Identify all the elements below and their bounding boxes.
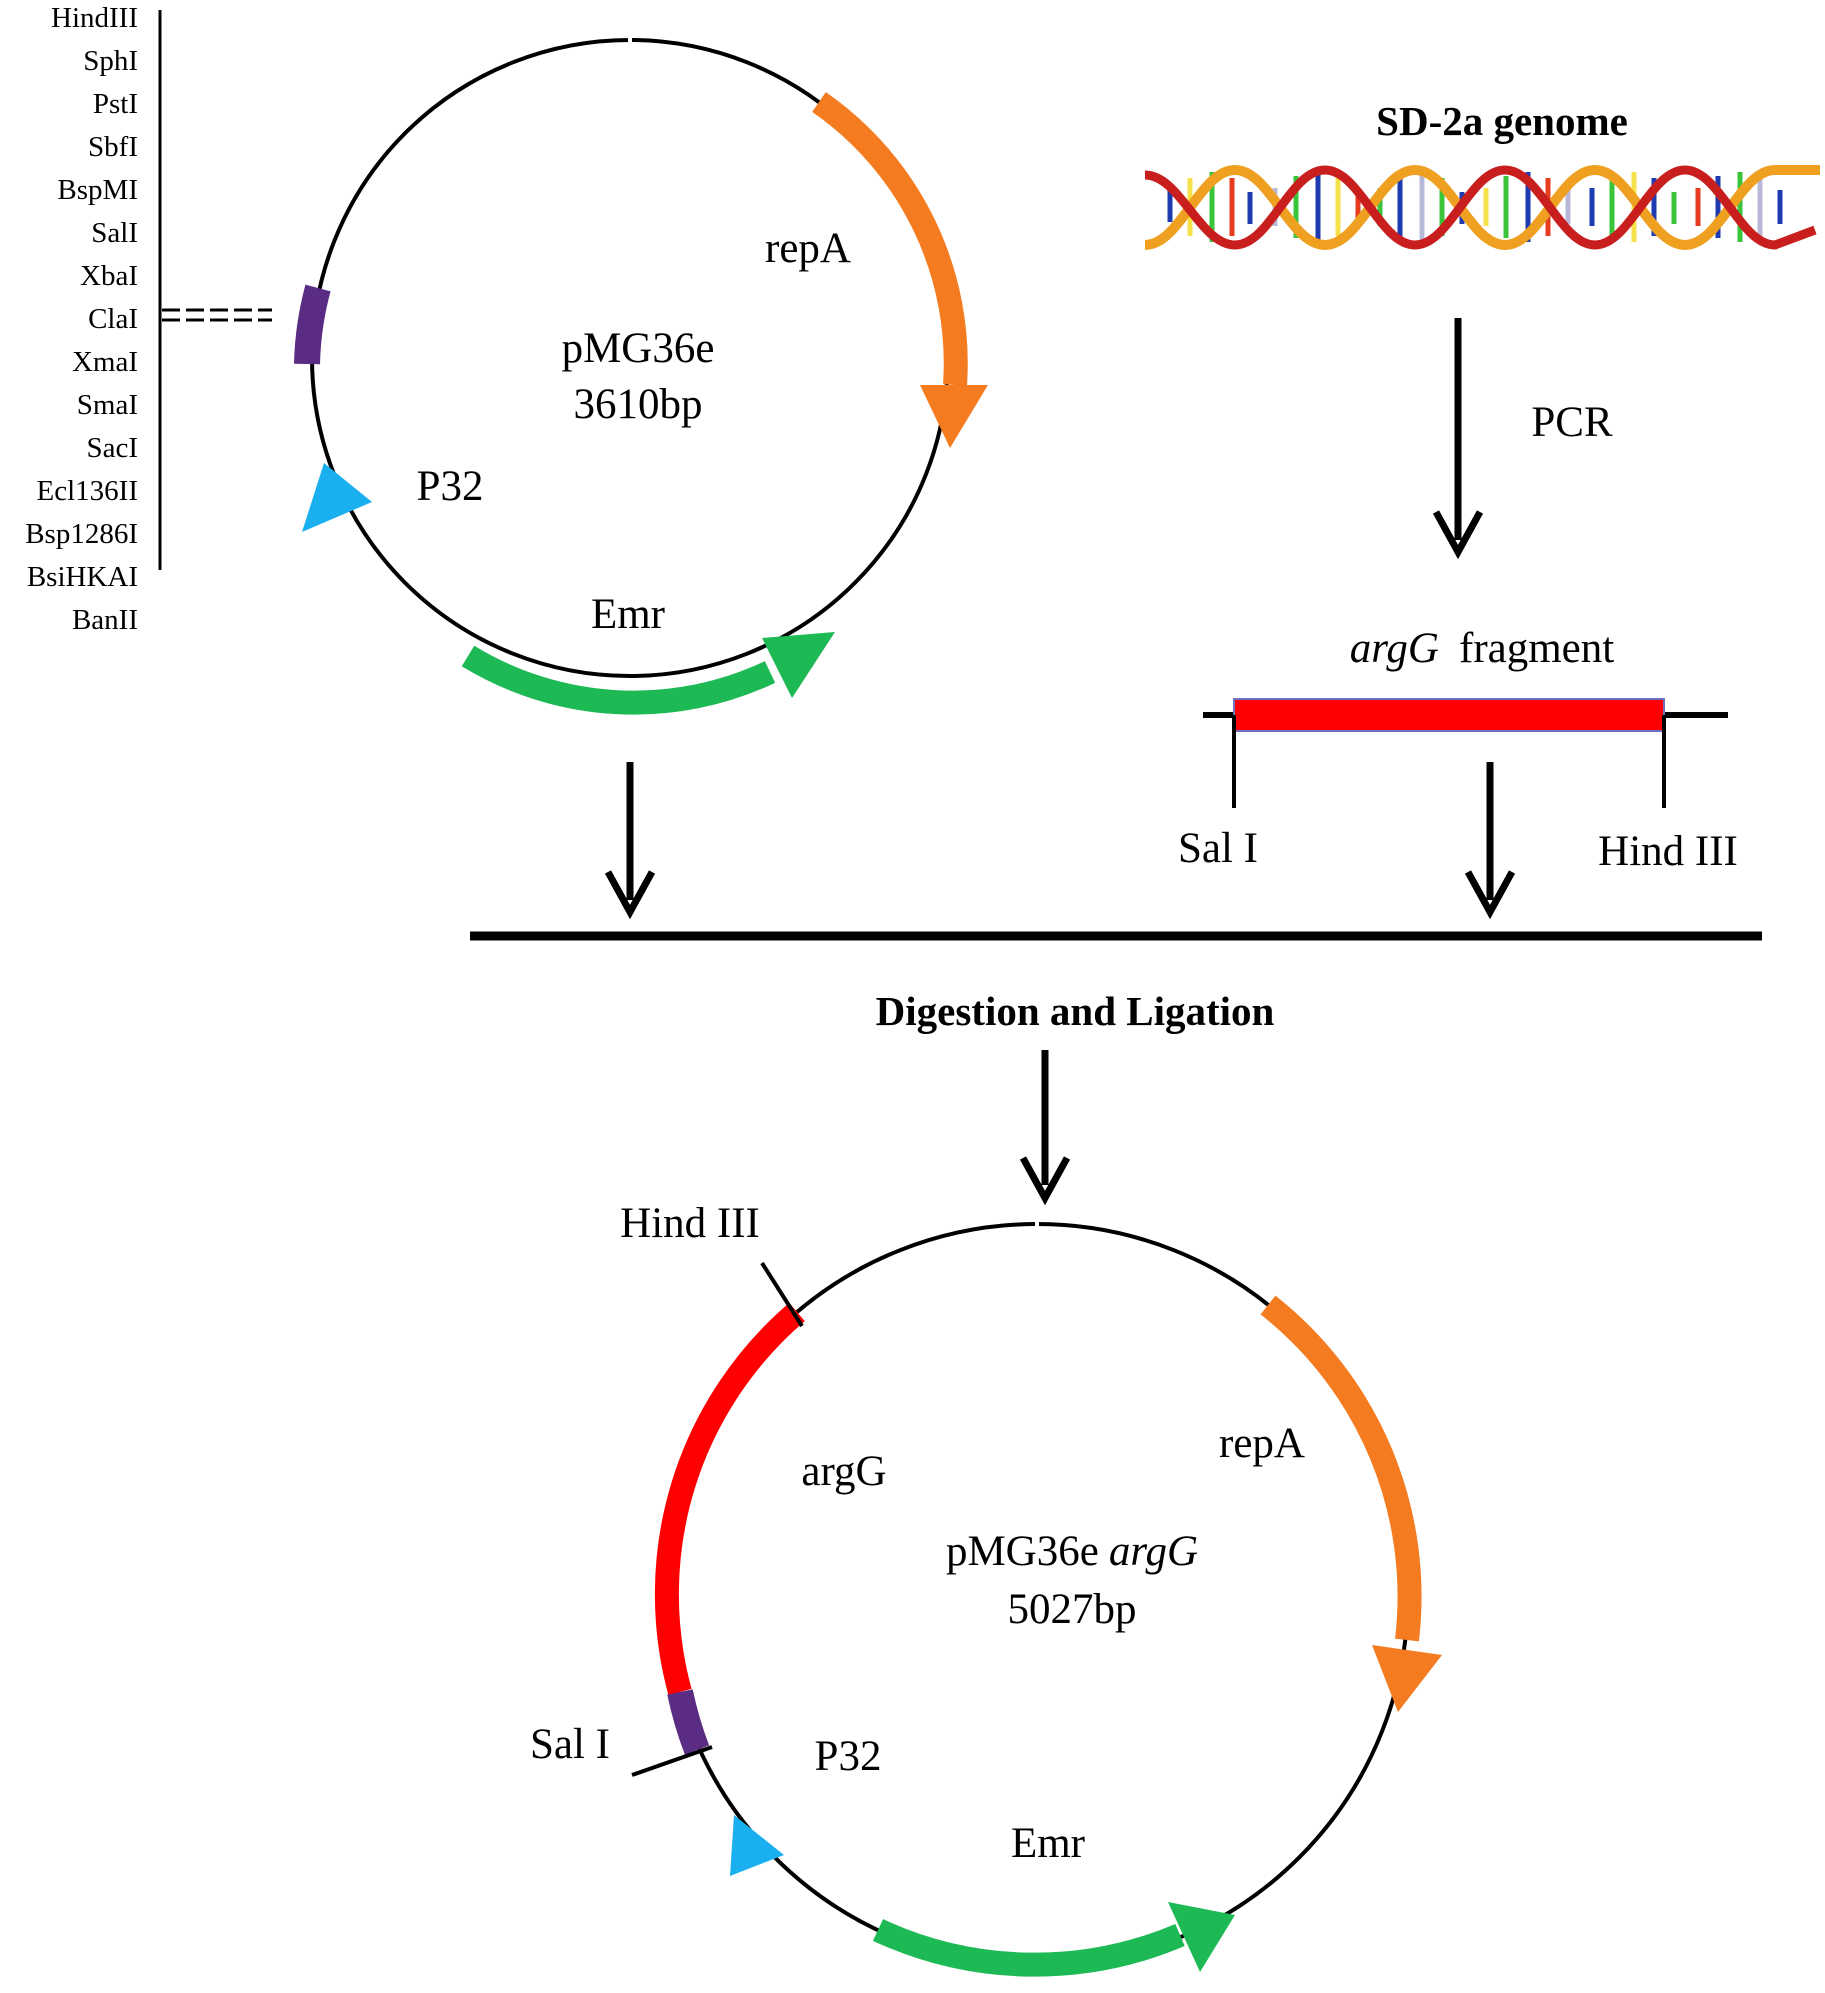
mcs-site: Bsp1286I [25, 518, 138, 550]
plasmid-down-arrow [604, 762, 656, 920]
label-hind: Hind III [620, 1200, 760, 1247]
mcs-site: Ecl136II [37, 475, 138, 507]
mcs-dashed-connector [162, 308, 272, 322]
plasmid-size: 3610bp [574, 381, 703, 428]
repA-gene-arrow [1260, 1295, 1442, 1712]
fragment-name-rest: fragment [1459, 625, 1614, 672]
fragment-down-arrow [1464, 762, 1516, 920]
mcs-site: BanII [72, 604, 138, 636]
step-label: Digestion and Ligation [876, 988, 1275, 1034]
mcs-site: SphI [83, 45, 138, 77]
mcs-site-list: HindIII SphI PstI SbfI BspMI SalI XbaI C… [25, 2, 138, 636]
mcs-site: PstI [93, 88, 138, 120]
plasmid-name: pMG36e [562, 325, 715, 372]
label-sal: Sal I [530, 1721, 610, 1768]
mcs-block [667, 1689, 710, 1755]
dna-helix-image [1144, 164, 1820, 251]
label-p32: P32 [815, 1733, 882, 1780]
label-repA: repA [1219, 1420, 1305, 1467]
fragment-name-italic: argG [1350, 625, 1439, 672]
pcr-label: PCR [1531, 399, 1613, 446]
pcr-arrow [1432, 318, 1484, 560]
emr-gene-arrow [872, 1902, 1235, 1977]
mcs-site: HindIII [51, 2, 138, 34]
genome-title: SD-2a genome [1376, 98, 1628, 144]
mcs-site: XbaI [80, 260, 138, 292]
p32-promoter-triangle [730, 1815, 784, 1876]
fragment-title: argG fragment [1350, 625, 1614, 672]
mcs-site: XmaI [72, 346, 138, 378]
mcs-site: SbfI [88, 131, 138, 163]
mcs-site: SacI [86, 432, 138, 464]
plasmid-pmg36e: repA pMG36e 3610bp P32 Emr [294, 34, 988, 715]
label-emr: Emr [591, 591, 665, 638]
ligation-down-arrow [1019, 1050, 1071, 1206]
plasmid-size: 5027bp [1008, 1586, 1137, 1633]
hind-site-tick [760, 1261, 804, 1328]
mcs-site: SalI [91, 217, 138, 249]
argG-fragment-bar [1203, 698, 1728, 808]
fragment-sal-label: Sal I [1178, 825, 1258, 872]
mcs-site: SmaI [77, 389, 138, 421]
mcs-site: BspMI [57, 174, 138, 206]
mcs-site: ClaI [88, 303, 138, 335]
label-emr: Emr [1011, 1820, 1085, 1867]
argG-insert-arc [654, 1302, 805, 1696]
dna-strand-a [1144, 164, 1820, 251]
sal-site-tick [631, 1745, 713, 1777]
mcs-site: BsiHKAI [27, 561, 138, 593]
fragment-hind-label: Hind III [1598, 828, 1738, 875]
plasmid-name-regular: pMG36e [946, 1528, 1099, 1575]
emr-gene-arrow [461, 632, 835, 715]
label-p32: P32 [417, 463, 484, 510]
label-repA: repA [765, 225, 851, 272]
plasmid-name-italic: argG [1109, 1528, 1198, 1575]
p32-promoter-triangle [302, 463, 372, 532]
dna-strand-b [1144, 165, 1817, 250]
mcs-block [294, 284, 331, 365]
label-argG: argG [801, 1448, 886, 1495]
repA-gene-arrow [812, 92, 988, 448]
